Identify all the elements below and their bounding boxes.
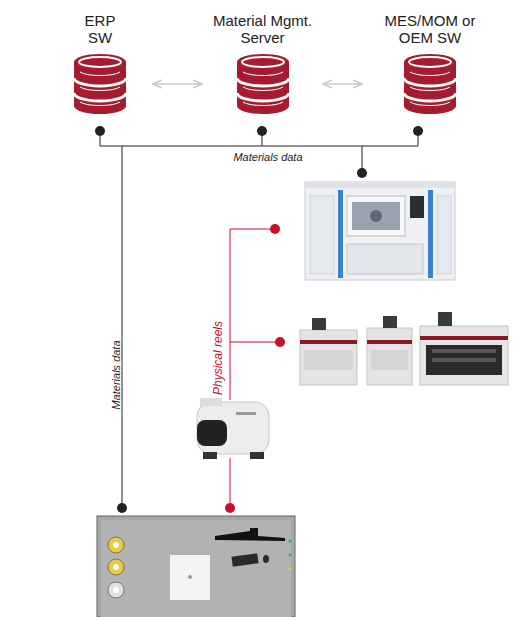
smt-line [300,312,508,385]
mobile-robot [197,398,269,459]
system-label: MES/MOM or OEM SW [374,12,486,46]
system-label: Material Mgmt. Server [205,12,320,46]
line-label-vertical: Physical reels [211,321,225,395]
workbench [97,516,295,617]
line-label-vertical: Materials data [110,340,122,409]
database-node: Material Mgmt. Server [205,12,320,116]
database-icon [402,52,458,116]
database-icon [72,52,128,116]
storage-tower [305,182,455,280]
connector-arrow [153,83,202,85]
reel-path [230,229,280,508]
line-label: Materials data [233,151,302,163]
reel-dots [225,224,285,513]
database-icon [235,52,291,116]
database-node: MES/MOM or OEM SW [365,12,495,116]
database-node: ERP SW [50,12,150,116]
system-label: ERP SW [78,12,123,46]
connector-arrow [323,83,362,85]
